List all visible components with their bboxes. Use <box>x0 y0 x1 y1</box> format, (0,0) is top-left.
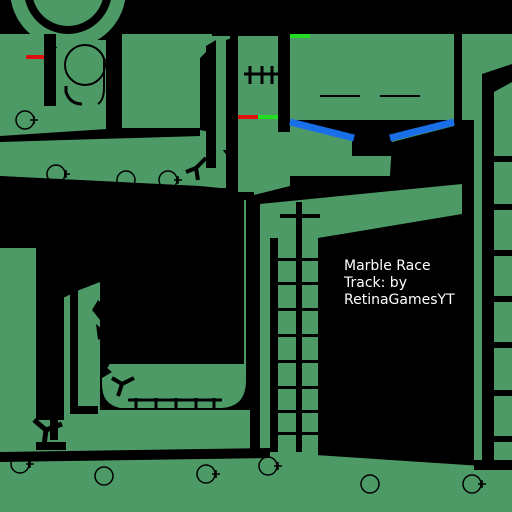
bottom-floor <box>0 448 512 512</box>
right-dark-chamber <box>318 214 462 470</box>
track-caption: Marble Race Track: by RetinaGamesYT <box>344 258 504 309</box>
spinner-icon <box>32 156 208 450</box>
funnel-icon <box>358 136 368 154</box>
green-gate-top <box>290 34 310 38</box>
red-gate-middle <box>238 115 258 119</box>
left-u-tube <box>0 244 250 460</box>
caption-line-2: Track: by <box>344 275 407 291</box>
upper-left-shelf <box>0 34 212 140</box>
ladder-section <box>250 176 462 460</box>
ladder-icon <box>244 66 280 84</box>
right-flipper <box>389 118 455 142</box>
red-gate-left <box>26 55 44 59</box>
gates <box>26 34 310 119</box>
marble-ring-icon <box>10 110 486 494</box>
right-column <box>462 34 512 470</box>
left-flipper <box>289 118 355 142</box>
green-gate-middle <box>258 115 278 119</box>
top-right-chamber <box>278 34 462 176</box>
caption-line-1: Marble Race <box>344 258 431 274</box>
caption-line-3: RetinaGamesYT <box>344 292 455 308</box>
